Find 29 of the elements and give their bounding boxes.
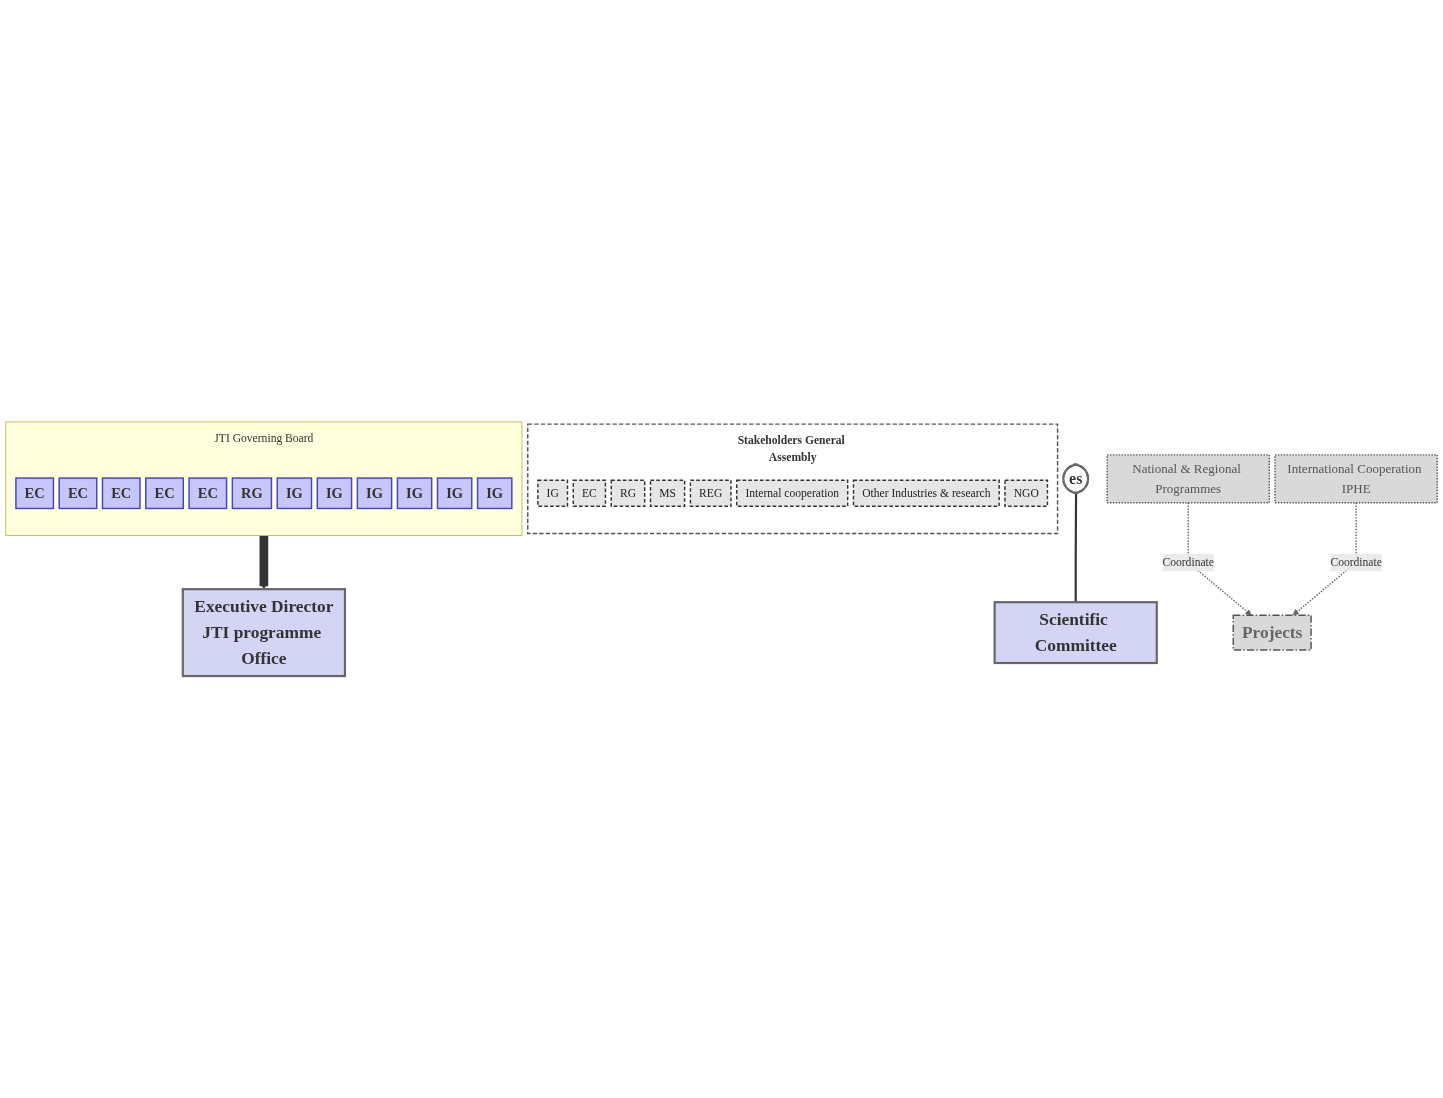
node-box: MS bbox=[649, 479, 686, 507]
node-box: Other Industries & research bbox=[852, 479, 1000, 507]
node-box: EC bbox=[101, 477, 141, 510]
node-box: Scientific Committee bbox=[993, 601, 1158, 665]
node-box: Projects bbox=[1232, 614, 1312, 651]
connector bbox=[1074, 493, 1078, 603]
arrow bbox=[259, 535, 269, 590]
node-box: RG bbox=[231, 477, 273, 510]
node-box: National & Regional Programmes bbox=[1106, 454, 1270, 504]
node-box: REG bbox=[689, 479, 732, 507]
node-box: NGO bbox=[1004, 479, 1049, 507]
node-box: International Cooperation IPHE bbox=[1274, 454, 1438, 504]
edge-label: Coordinate bbox=[1162, 555, 1214, 569]
node-box: IG bbox=[356, 477, 393, 510]
node-box: EC bbox=[145, 477, 184, 510]
node-box: Internal cooperation bbox=[736, 479, 849, 507]
node-box: EC bbox=[58, 477, 98, 510]
node-box: EC bbox=[188, 477, 228, 510]
node-box: IG bbox=[396, 477, 433, 510]
node-box: IG bbox=[276, 477, 313, 510]
node-box: EC bbox=[15, 477, 55, 510]
node-box: IG bbox=[537, 479, 569, 507]
node-box: RG bbox=[610, 479, 646, 507]
node-box: IG bbox=[316, 477, 353, 510]
node-box: IG bbox=[436, 477, 473, 510]
node-box: Executive Director JTI programme Office bbox=[181, 588, 347, 678]
node-box: IG bbox=[476, 477, 513, 510]
node-box: EC bbox=[572, 479, 607, 507]
edge-label: Coordinate bbox=[1330, 555, 1382, 569]
